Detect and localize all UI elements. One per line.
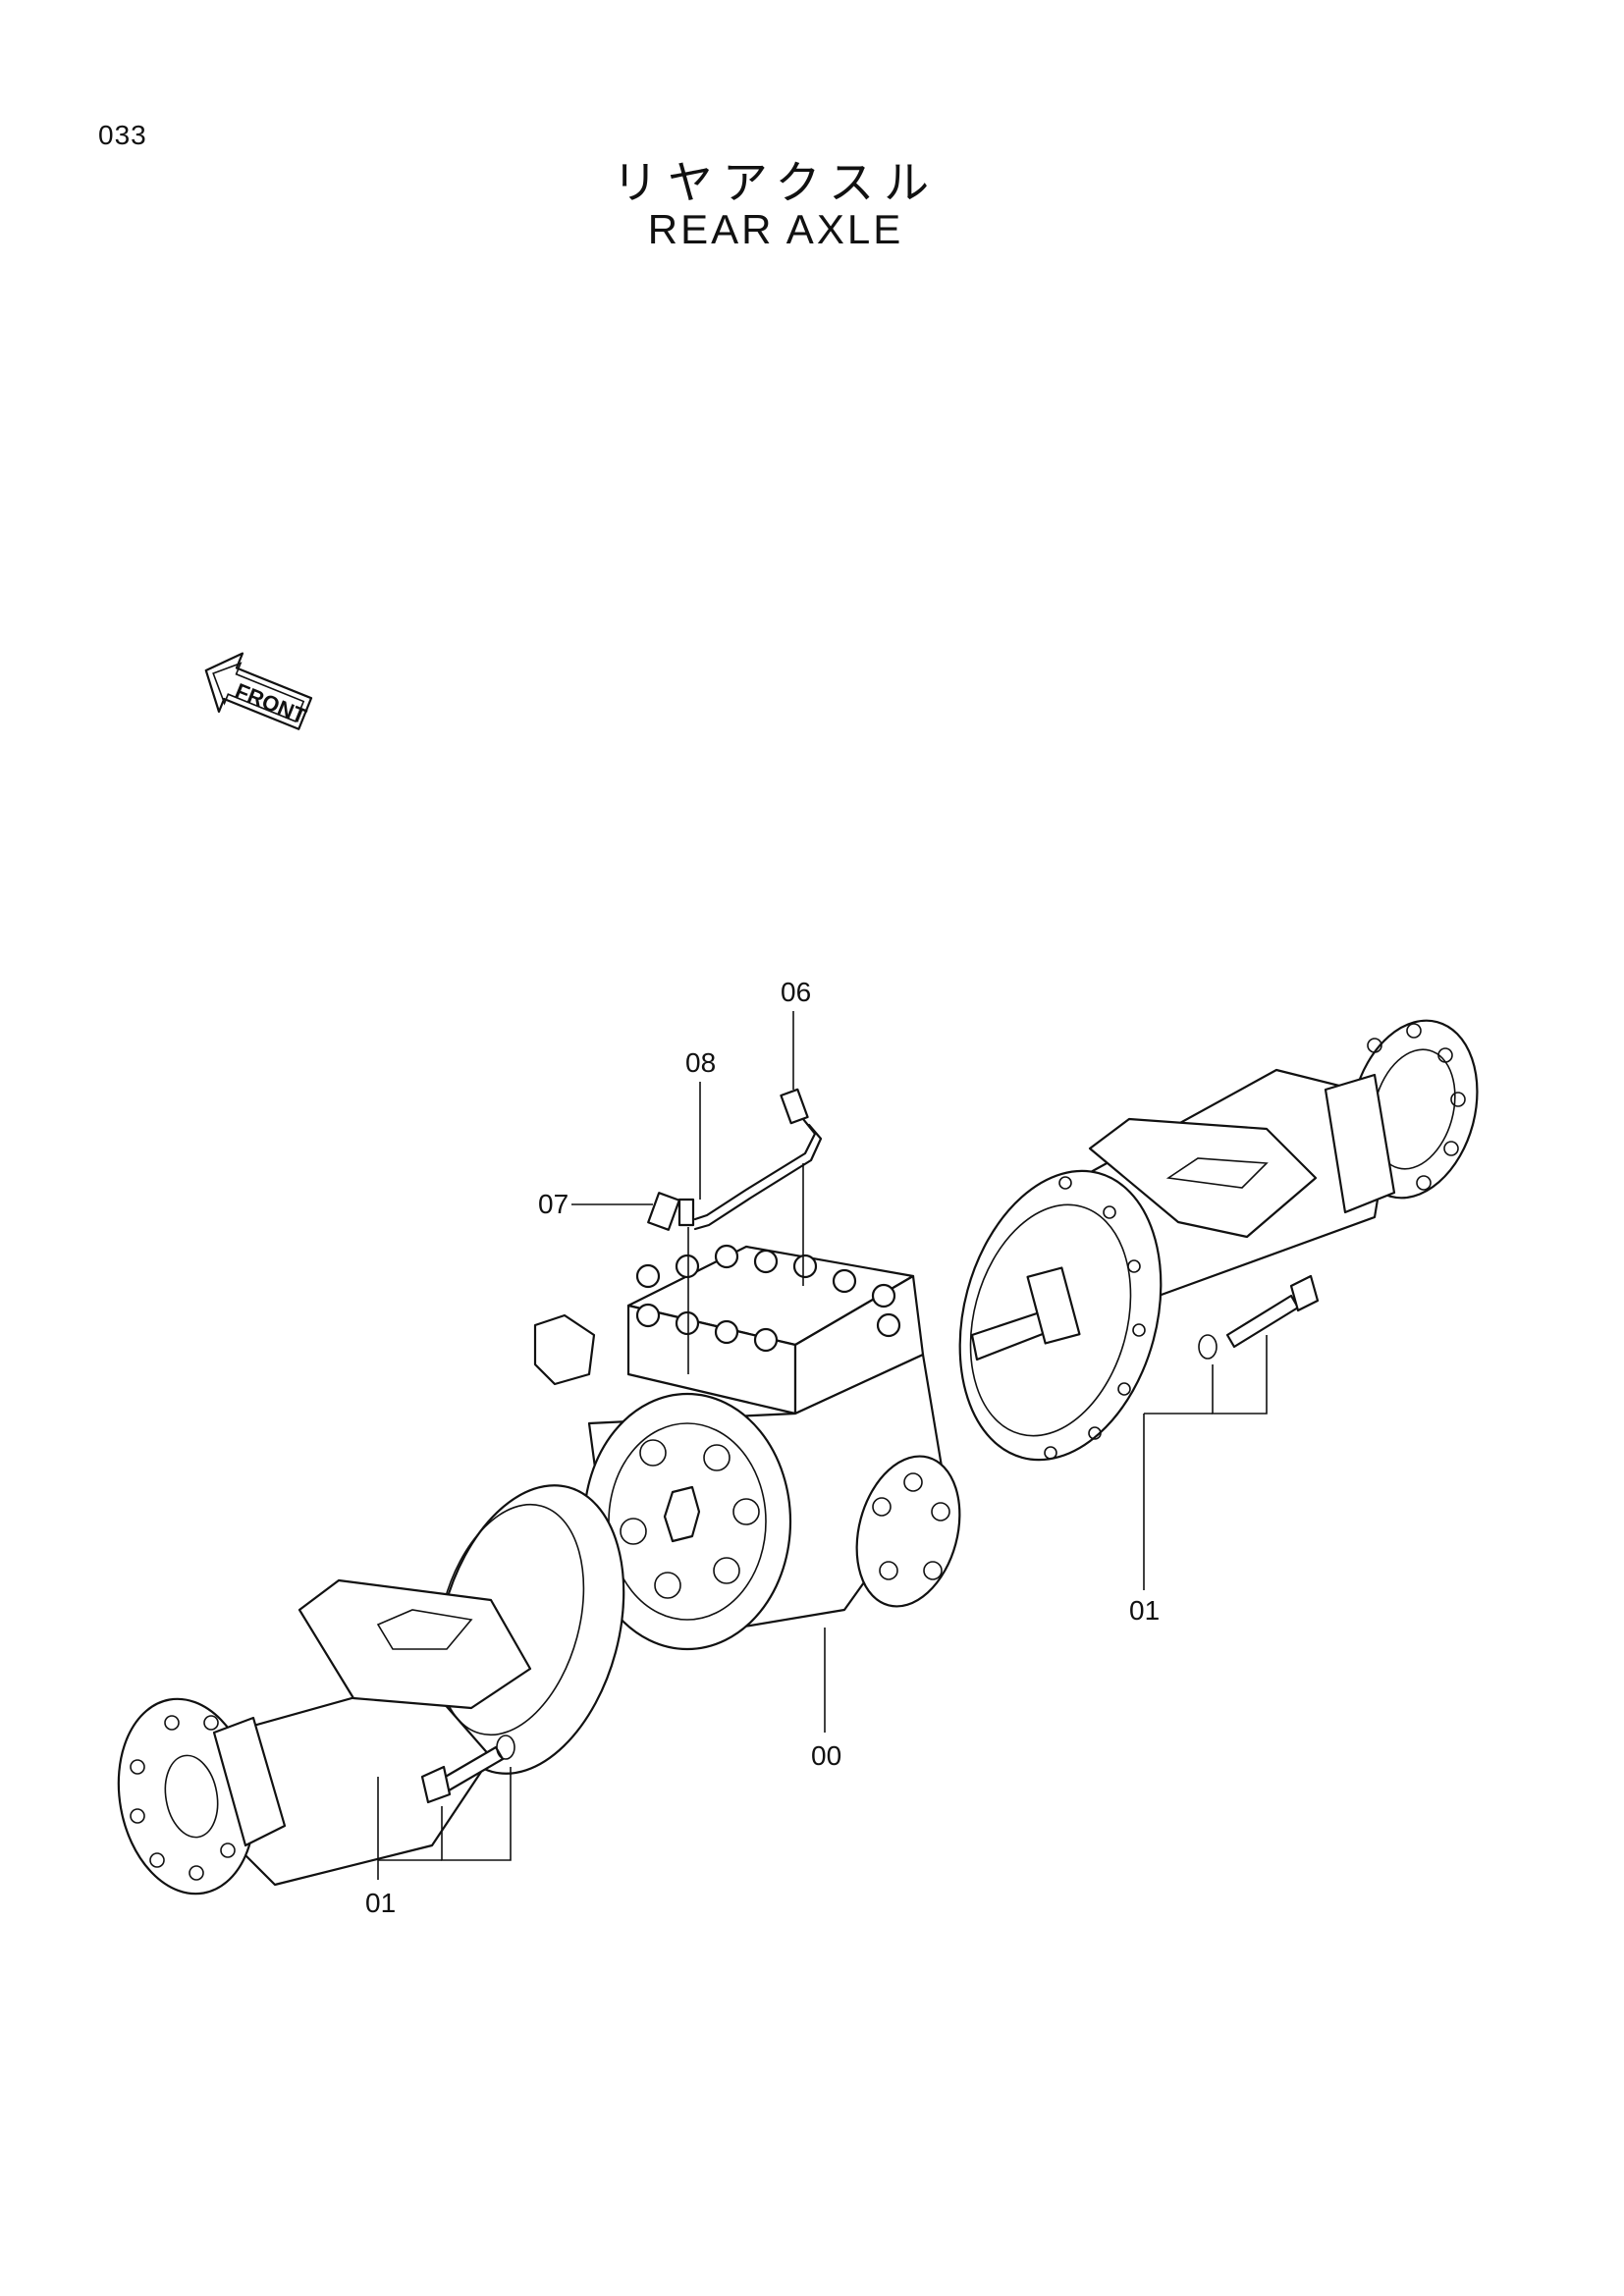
page-number: 033 <box>98 120 147 150</box>
callout-01-left: 01 <box>365 1888 396 1918</box>
callout-00: 00 <box>811 1740 841 1771</box>
title-english: REAR AXLE <box>647 206 904 252</box>
callout-07: 07 <box>538 1189 568 1219</box>
callout-06: 06 <box>781 977 811 1007</box>
differential-housing <box>533 1244 961 1651</box>
callout-01-right: 01 <box>1129 1595 1160 1626</box>
right-axle-housing <box>958 1019 1479 1462</box>
title-japanese: リヤアクスル <box>612 156 940 209</box>
breather-assembly <box>647 1088 823 1231</box>
left-axle-housing <box>117 1484 625 1896</box>
callout-08: 08 <box>685 1047 716 1078</box>
front-arrow-icon: FRONT <box>204 652 313 730</box>
leader-lines <box>377 1011 1268 1880</box>
